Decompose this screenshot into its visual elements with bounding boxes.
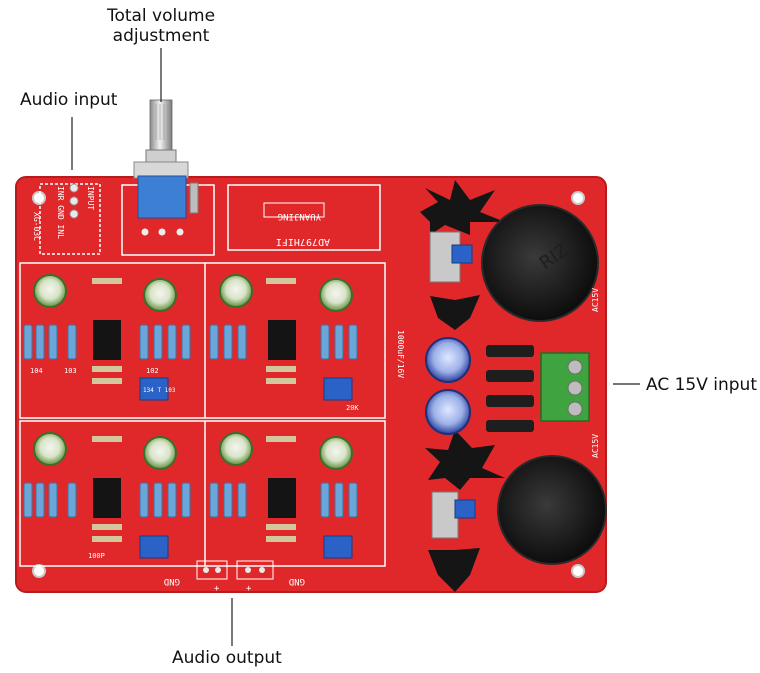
input-pins-label: INR GND INL xyxy=(56,186,65,239)
ac-label-top: AC15V xyxy=(591,288,600,312)
brand-label: YUANJING xyxy=(278,211,321,221)
ac-input-callout: AC 15V input xyxy=(646,375,757,395)
amp-channels: 104 103 102 20K 100P xyxy=(23,274,359,560)
volume-callout-line2: adjustment xyxy=(112,26,210,46)
trimmer-label: 134 T 103 xyxy=(143,387,176,394)
plus-left: + xyxy=(214,584,220,594)
silkscreen-outlines xyxy=(19,183,386,567)
input-header xyxy=(69,183,79,219)
ac-label-bottom: AC15V xyxy=(591,434,600,458)
gnd-right: GND xyxy=(289,576,305,586)
callout-lines xyxy=(71,48,640,646)
mounting-holes xyxy=(32,191,585,578)
res-code: 103 xyxy=(64,367,77,375)
audio-input-callout: Audio input xyxy=(20,90,118,110)
cap-code: 100P xyxy=(88,552,105,560)
board-code: XG-03C xyxy=(32,212,41,241)
res-code: 104 xyxy=(30,367,43,375)
output-terminals xyxy=(196,560,274,580)
res-code: 102 xyxy=(146,367,159,375)
model-label: AD797HIFI xyxy=(276,236,330,247)
gnd-left: GND xyxy=(164,576,180,586)
volume-callout-line1: Total volume xyxy=(106,6,216,26)
audio-output-callout: Audio output xyxy=(172,648,282,668)
plus-right: + xyxy=(246,584,252,594)
cap-marking: 1000uF/16V xyxy=(396,330,405,378)
volume-potentiometer xyxy=(133,99,199,236)
input-header-label: INPUT xyxy=(86,186,95,210)
power-supply: RIZ xyxy=(420,180,607,592)
pot-value: 20K xyxy=(346,404,359,412)
volume-callout: Total volume adjustment xyxy=(96,6,226,46)
